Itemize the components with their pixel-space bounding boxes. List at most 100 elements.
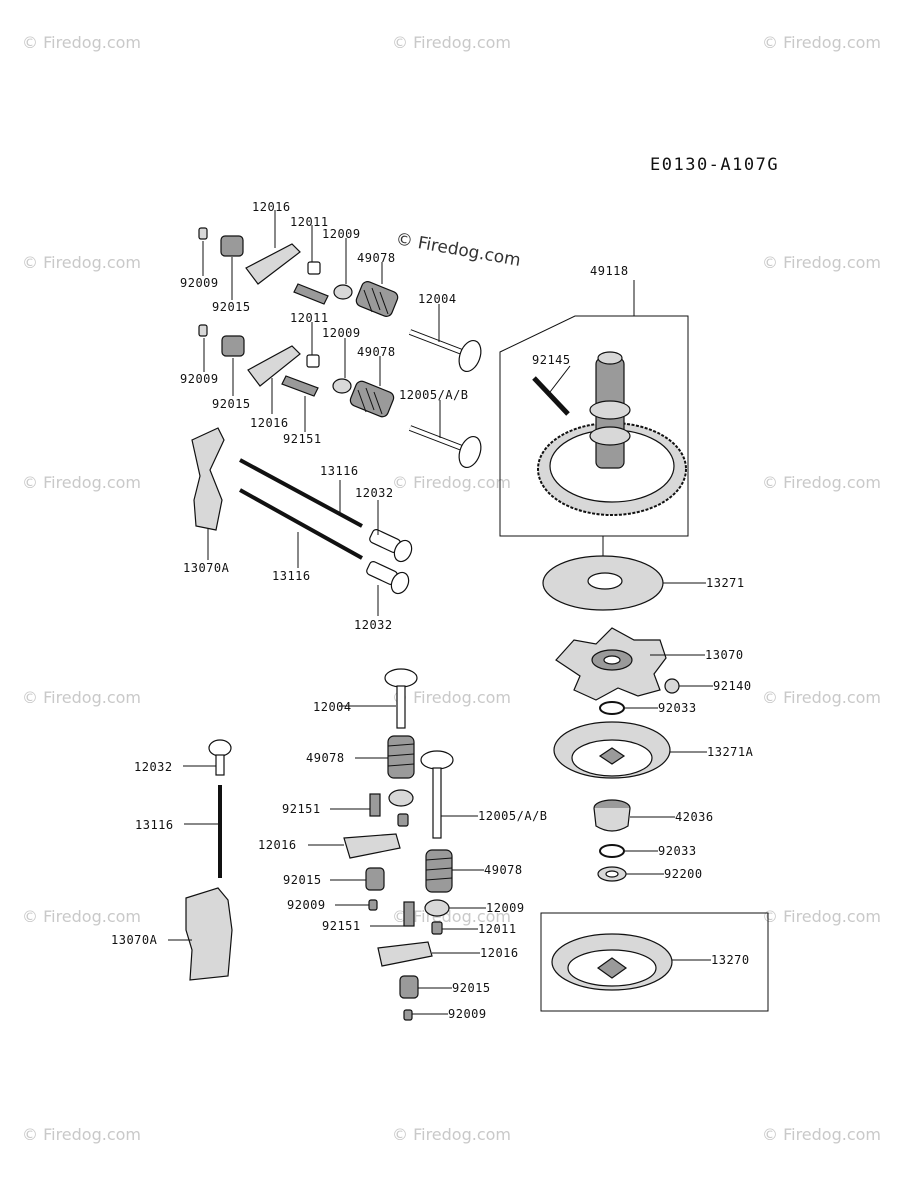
part-label: 12016 xyxy=(258,838,297,852)
tappet-12032-a xyxy=(369,529,413,563)
retainer-12009-b xyxy=(332,378,352,394)
spring-49078-b xyxy=(349,380,395,418)
watermark: © Firedog.com xyxy=(392,688,511,707)
part-label: 49118 xyxy=(590,264,629,278)
washer-13271 xyxy=(542,555,706,611)
watermark: © Firedog.com xyxy=(22,907,141,926)
nut-92015-a xyxy=(220,235,244,257)
watermark: © Firedog.com xyxy=(22,473,141,492)
watermark: © Firedog.com xyxy=(392,907,511,926)
part-label: 49078 xyxy=(484,863,523,877)
watermark-layer: © Firedog.com © Firedog.com © Firedog.co… xyxy=(22,33,881,1144)
part-label: 13270 xyxy=(711,953,750,967)
part-label: 12009 xyxy=(486,901,525,915)
part-label: 13116 xyxy=(135,818,174,832)
part-label: 13070A xyxy=(111,933,158,947)
cam-lobe xyxy=(589,400,631,420)
part-label: 92033 xyxy=(658,844,697,858)
plate-13270-box xyxy=(540,912,769,1012)
part-label: 12032 xyxy=(134,760,173,774)
guide-plate-13070A-upper xyxy=(191,427,225,531)
part-label: 92015 xyxy=(212,300,251,314)
pivot-12011-b xyxy=(306,354,320,368)
retainer-lower-b xyxy=(424,899,450,917)
part-label: 12016 xyxy=(250,416,289,430)
part-label: 92145 xyxy=(532,353,571,367)
nut-92015-b xyxy=(221,335,245,357)
spring-49078-lower-b xyxy=(425,849,453,893)
part-label: 12011 xyxy=(478,922,517,936)
nut-92015-lower-a xyxy=(365,867,385,891)
camshaft-end xyxy=(597,351,623,365)
part-label: 92015 xyxy=(212,397,251,411)
part-label: 12016 xyxy=(480,946,519,960)
part-label: 92015 xyxy=(452,981,491,995)
rocker-arm-12016-a xyxy=(245,243,301,285)
retainer-12009-a xyxy=(333,284,353,300)
part-label: 12004 xyxy=(418,292,457,306)
valve-12004-stem xyxy=(396,685,406,729)
part-label: 12016 xyxy=(252,200,291,214)
valve-12005-stem xyxy=(432,767,442,839)
washer-92200-hole xyxy=(605,870,619,878)
watermark: © Firedog.com xyxy=(762,473,881,492)
valve-12004-head xyxy=(384,668,418,688)
camshaft-group: 49118 92145 xyxy=(499,264,689,537)
circlip-92033-a xyxy=(599,701,625,715)
part-label: 92151 xyxy=(322,919,361,933)
part-label: 92009 xyxy=(287,898,326,912)
stud-92151-b xyxy=(281,375,319,397)
cam-lobe xyxy=(589,426,631,446)
watermark: © Firedog.com xyxy=(392,33,511,52)
part-label: 92009 xyxy=(448,1007,487,1021)
part-label: 92033 xyxy=(658,701,697,715)
screw-92009-b xyxy=(198,324,208,337)
circlip-92033-b xyxy=(599,844,625,858)
valve-12004-upper xyxy=(408,329,482,373)
watermark: © Firedog.com xyxy=(22,253,141,272)
watermark: © Firedog.com xyxy=(22,688,141,707)
watermark: © Firedog.com xyxy=(392,473,511,492)
spring-49078-a xyxy=(355,281,399,317)
tappet-12032-lower-body xyxy=(215,754,225,776)
part-label: 42036 xyxy=(675,810,714,824)
part-label: 92200 xyxy=(664,867,703,881)
part-label: 13271 xyxy=(706,576,745,590)
diagram-code: E0130-A107G xyxy=(650,155,779,175)
part-label: 13116 xyxy=(320,464,359,478)
valve-12005-upper xyxy=(408,425,482,469)
part-label: 49078 xyxy=(357,345,396,359)
part-label: 13271A xyxy=(707,745,754,759)
nut-92015-lower-b xyxy=(399,975,419,999)
part-label: 49078 xyxy=(357,251,396,265)
part-label: 12009 xyxy=(322,326,361,340)
spring-49078-lower-a xyxy=(387,735,415,779)
part-label: 12032 xyxy=(354,618,393,632)
sleeve-42036 xyxy=(593,799,675,832)
watermark: © Firedog.com xyxy=(762,688,881,707)
watermark: © Firedog.com xyxy=(22,1125,141,1144)
cup-13271A xyxy=(553,721,707,779)
tappet-12032-b xyxy=(366,561,410,595)
watermark: © Firedog.com xyxy=(762,1125,881,1144)
rocker-arm-12016-b xyxy=(247,345,301,387)
ball-92140 xyxy=(664,678,680,694)
stud-92151-lower-b xyxy=(403,901,415,927)
part-label: 92151 xyxy=(282,802,321,816)
part-label: 13116 xyxy=(272,569,311,583)
valve-train-lower xyxy=(308,668,486,1021)
watermark: © Firedog.com xyxy=(762,253,881,272)
part-label: 12032 xyxy=(355,486,394,500)
watermark: © Firedog.com xyxy=(762,33,881,52)
camshaft-box xyxy=(499,315,689,537)
center-watermark: © Firedog.com xyxy=(394,229,522,271)
retainer-lower-a xyxy=(388,789,414,807)
rocker-12016-lower-b xyxy=(377,941,433,967)
left-lower-parts xyxy=(168,739,233,981)
tappet-12032-lower xyxy=(208,739,232,757)
pivot-12011-a xyxy=(307,261,321,275)
part-label: 12004 xyxy=(313,700,352,714)
stud-92151-a xyxy=(293,283,329,305)
part-label: 92140 xyxy=(713,679,752,693)
